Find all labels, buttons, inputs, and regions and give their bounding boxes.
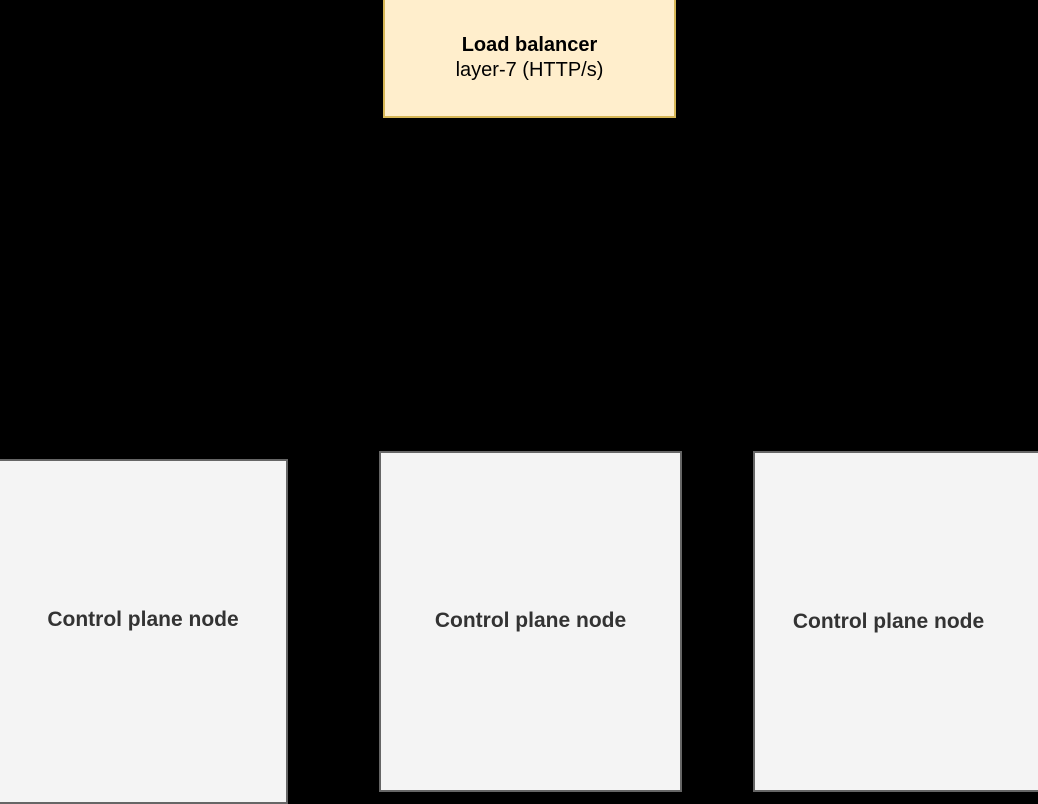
edge-load-balancer-to-node-1 [142,120,471,457]
control-plane-node-1-label: Control plane node [47,607,239,631]
control-plane-node-1[interactable]: Control plane node [0,459,288,804]
load-balancer-title: Load balancer [461,33,598,56]
load-balancer-subtitle: layer-7 (HTTP/s) [455,58,604,81]
edge-load-balancer-to-node-3 [589,120,906,449]
control-plane-node-3[interactable]: Control plane node [753,451,1038,792]
arrowhead-node-1 [137,449,149,459]
control-plane-node-3-label: Control plane node [792,609,985,633]
control-plane-node-2-label: Control plane node [434,608,627,632]
load-balancer-node[interactable]: Load balancer layer-7 (HTTP/s) [383,0,676,118]
arrowhead-node-2 [524,441,536,451]
control-plane-node-2[interactable]: Control plane node [379,451,682,792]
arrowhead-node-3 [899,441,911,451]
